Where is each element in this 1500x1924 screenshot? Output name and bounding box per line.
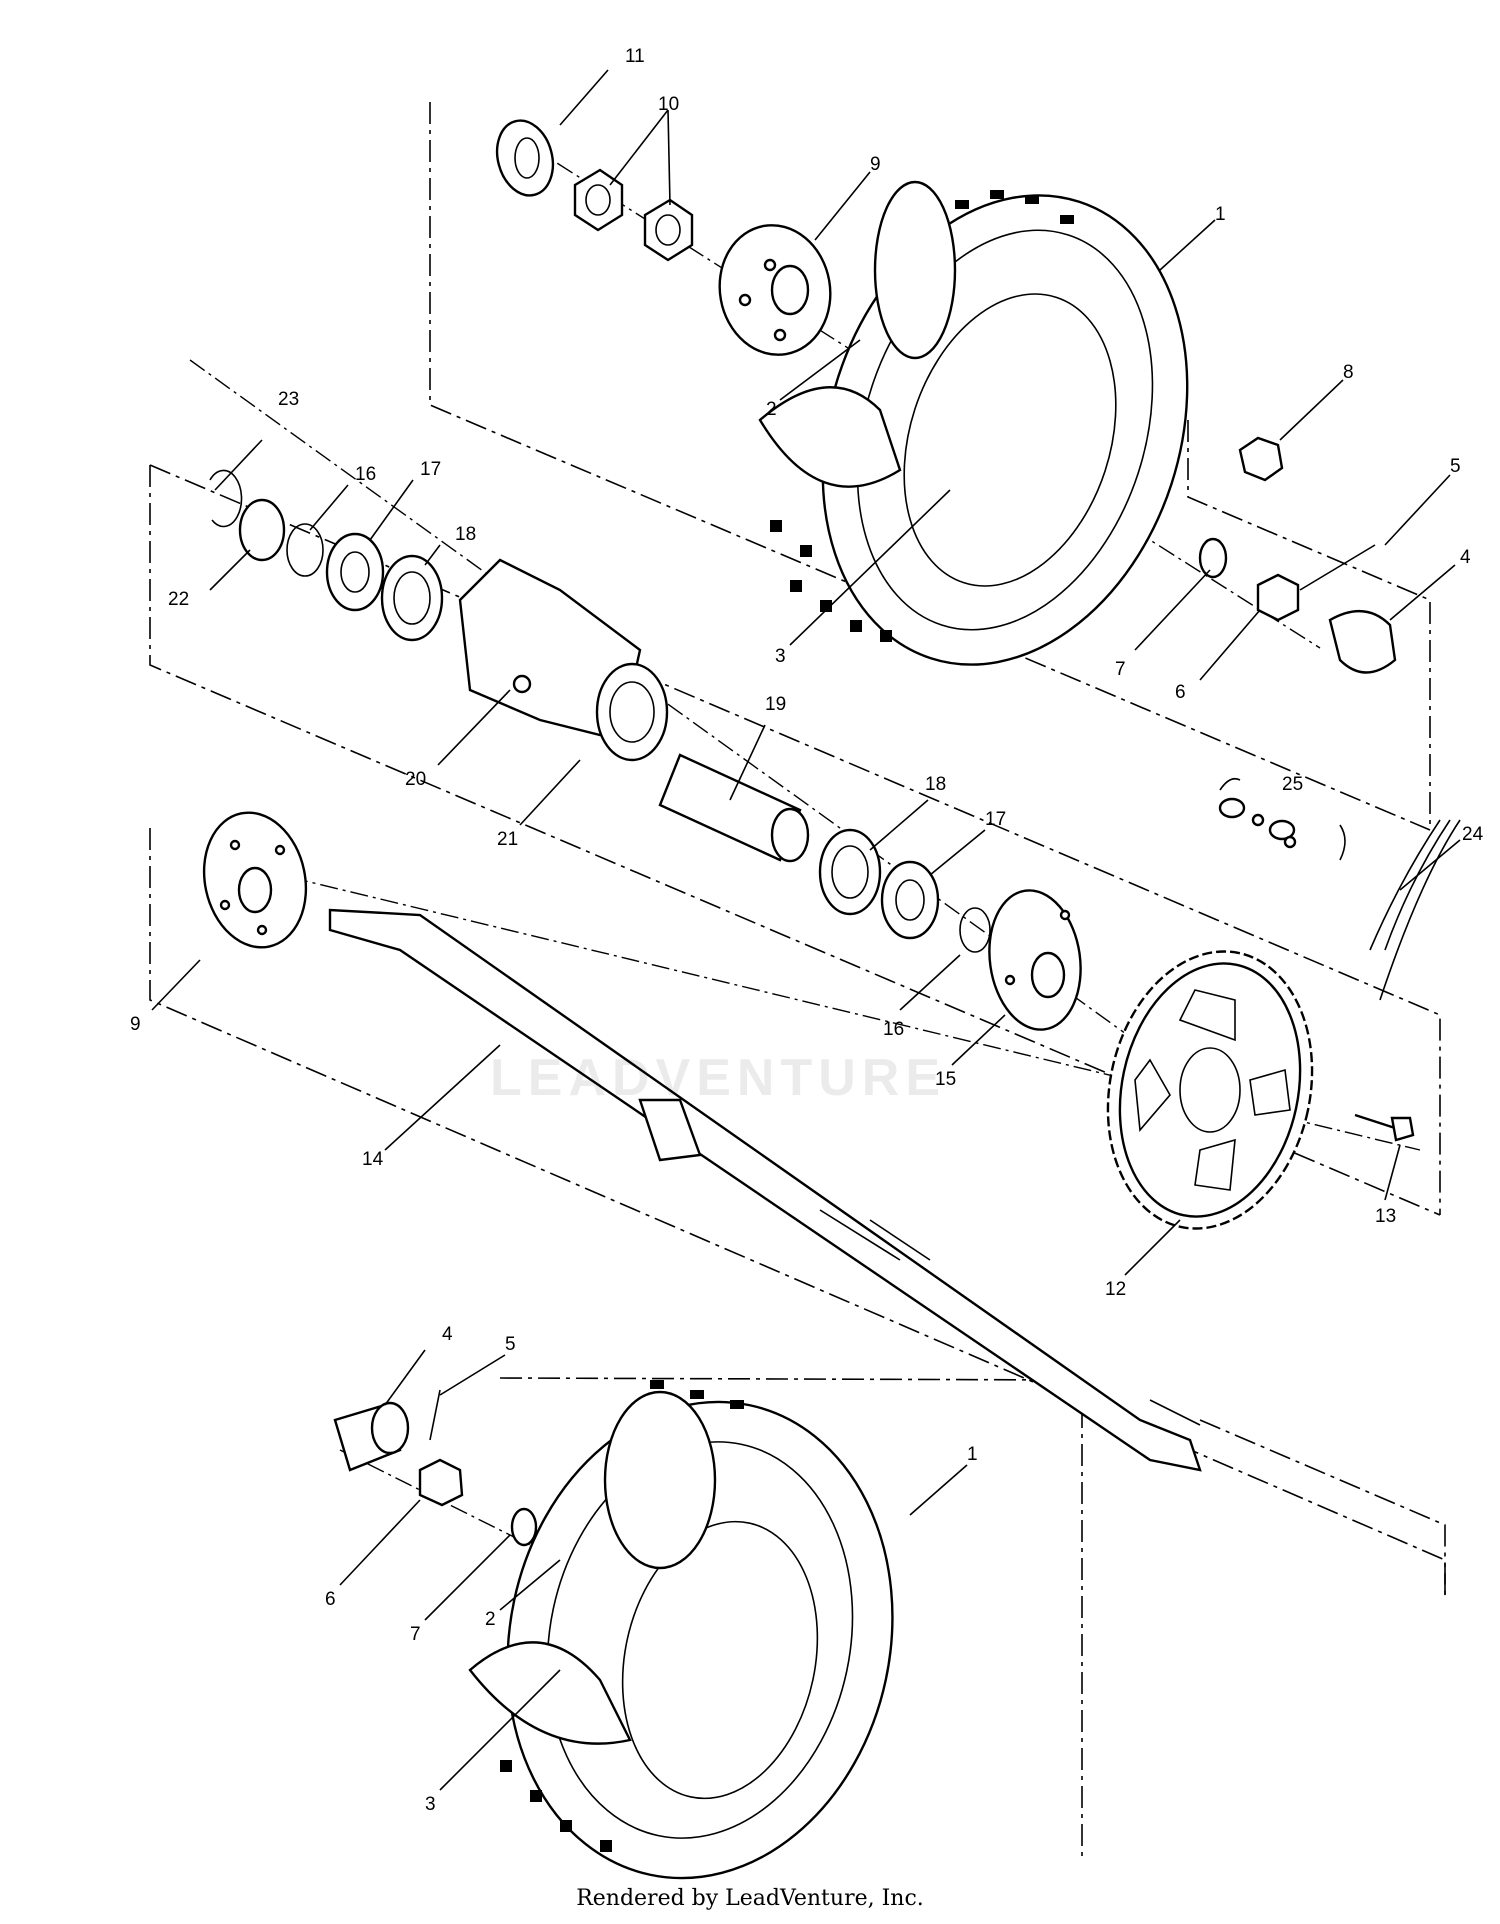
callout-14: 14 — [362, 1149, 384, 1170]
callout-18-left: 18 — [455, 524, 476, 545]
callout-17-right: 17 — [985, 809, 1006, 830]
washer-and-nuts — [495, 119, 694, 262]
callout-13: 13 — [1375, 1206, 1396, 1227]
sprocket — [1106, 950, 1314, 1230]
lower-fasteners — [333, 1389, 538, 1547]
leader-lines — [151, 69, 1461, 1791]
callout-6-bottom: 6 — [325, 1589, 336, 1610]
callout-25: 25 — [1282, 774, 1303, 795]
callout-22: 22 — [168, 589, 189, 610]
upper-wheel — [758, 180, 1189, 666]
spacer-tube — [658, 753, 810, 863]
axle-shaft — [328, 908, 1202, 1472]
callout-20: 20 — [405, 769, 426, 790]
callout-15: 15 — [935, 1069, 956, 1090]
lower-wheel — [468, 1380, 894, 1880]
footer-credit: Rendered by LeadVenture, Inc. — [576, 1886, 924, 1911]
upper-fasteners — [1198, 436, 1397, 674]
callout-3-bottom: 3 — [425, 1794, 436, 1815]
callout-11: 11 — [625, 46, 645, 67]
callout-2-bottom: 2 — [485, 1609, 496, 1630]
callout-1-bottom: 1 — [967, 1444, 978, 1465]
bolt — [1354, 1113, 1415, 1142]
callout-24: 24 — [1462, 824, 1484, 845]
callout-16-left: 16 — [355, 464, 376, 485]
callout-23: 23 — [278, 389, 299, 410]
callout-16-right: 16 — [883, 1019, 904, 1040]
callout-1-top: 1 — [1215, 204, 1226, 225]
callout-3-top: 3 — [775, 646, 786, 667]
callout-10: 10 — [658, 94, 679, 115]
right-bearing-stack — [818, 828, 991, 953]
callout-19: 19 — [765, 694, 786, 715]
callout-5-top: 5 — [1450, 456, 1461, 477]
callout-9-top: 9 — [870, 154, 881, 175]
axle-housing — [458, 558, 669, 762]
callout-4-bottom: 4 — [442, 1324, 453, 1345]
callout-7-top: 7 — [1115, 659, 1126, 680]
callout-4-top: 4 — [1460, 547, 1471, 568]
sprocket-hub — [988, 889, 1082, 1031]
callout-18-right: 18 — [925, 774, 946, 795]
watermark: LEADVENTURE — [490, 1049, 947, 1107]
hub-plate-left — [202, 811, 308, 949]
callout-17-left: 17 — [420, 459, 441, 480]
callout-numbers: 11 10 9 1 2 8 5 4 3 7 6 23 16 17 18 22 2… — [130, 46, 1484, 1815]
callout-21: 21 — [497, 829, 518, 850]
callout-6-top: 6 — [1175, 682, 1186, 703]
callout-7-bottom: 7 — [410, 1624, 421, 1645]
chain-parts — [1218, 777, 1461, 1001]
hub-plate-top — [718, 224, 832, 356]
callout-2-top: 2 — [766, 399, 777, 420]
left-bearing-stack — [209, 469, 444, 642]
callout-5-bottom: 5 — [505, 1334, 516, 1355]
callout-8: 8 — [1343, 362, 1354, 383]
callout-9-left: 9 — [130, 1014, 141, 1035]
callout-12: 12 — [1105, 1279, 1126, 1300]
